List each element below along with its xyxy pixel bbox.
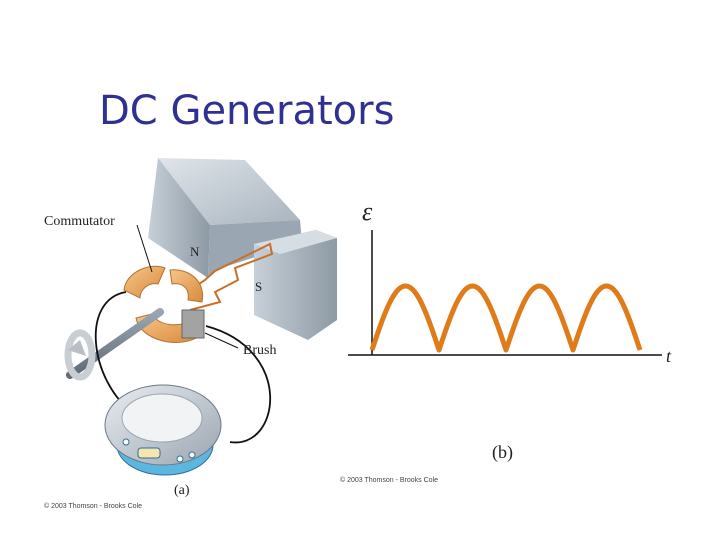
emf-series — [369, 283, 643, 353]
y-axis-symbol: ε — [362, 197, 373, 226]
slide-title: DC Generators — [99, 88, 395, 134]
emf-chart: ε t (b) © 2003 Thomson - Brooks Cole — [340, 197, 672, 484]
meter-device — [104, 384, 222, 476]
copyright-b: © 2003 Thomson - Brooks Cole — [340, 476, 438, 484]
wire-right — [205, 325, 272, 444]
wire-left — [94, 291, 133, 413]
brush-callout — [204, 332, 239, 349]
emf-waveform-line — [369, 283, 643, 353]
rotation-arrow-icon — [64, 329, 96, 381]
generator-illustration: N S Commutator Brush (a) © 2003 Tho — [44, 158, 337, 510]
south-pole-label: S — [255, 279, 262, 294]
north-pole-label: N — [190, 244, 200, 259]
commutator-callout — [136, 224, 153, 273]
x-axis-symbol: t — [666, 346, 672, 366]
rotation-shaft — [66, 308, 164, 379]
panel-a-label: (a) — [174, 483, 190, 498]
panel-b-label: (b) — [492, 442, 513, 463]
south-magnet — [254, 230, 337, 340]
armature-loop — [189, 242, 274, 311]
brush — [181, 309, 205, 339]
brush-label: Brush — [243, 343, 276, 358]
commutator-label: Commutator — [44, 214, 115, 229]
copyright-a: © 2003 Thomson - Brooks Cole — [44, 502, 142, 510]
